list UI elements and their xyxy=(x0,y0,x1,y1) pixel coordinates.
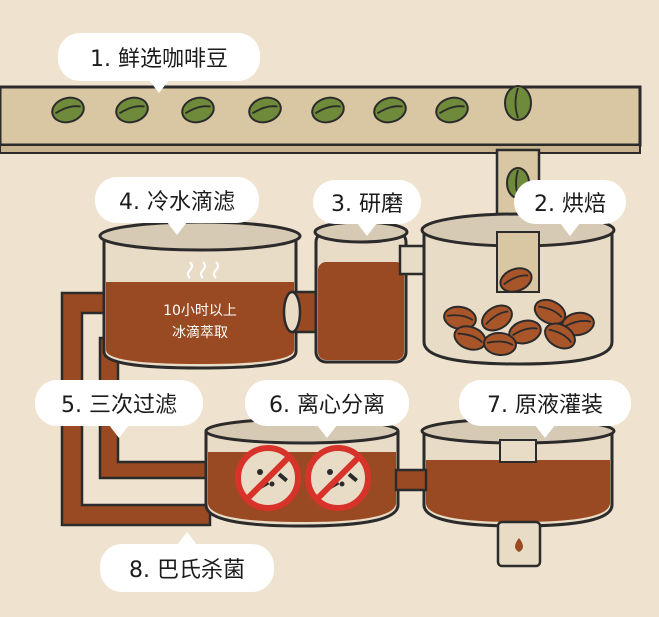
step-1-text: 1. 鲜选咖啡豆 xyxy=(90,47,228,72)
coffee-bean-icon xyxy=(181,96,215,124)
grinding-tank xyxy=(313,220,409,364)
cold-drip-tank xyxy=(98,220,302,370)
coffee-bean-icon xyxy=(481,304,513,332)
step-2-label: 2. 烘焙 xyxy=(514,180,626,236)
extraction-note-line2: 冰滴萃取 xyxy=(172,325,228,341)
coffee-bean-icon xyxy=(248,96,282,124)
step-7-label: 7. 原液灌装 xyxy=(459,380,631,438)
step-1-label: 1. 鲜选咖啡豆 xyxy=(58,33,260,93)
coffee-bean-icon xyxy=(483,331,517,357)
step-6-text: 6. 离心分离 xyxy=(269,393,385,418)
coffee-bean-icon xyxy=(373,96,407,124)
filling-tank xyxy=(420,417,616,568)
conveyor-belt xyxy=(0,85,642,154)
coffee-bean-icon xyxy=(544,322,576,350)
coffee-bean-icon xyxy=(311,96,345,124)
step-8-label: 8. 巴氏杀菌 xyxy=(100,532,274,592)
no-impurity-icon xyxy=(235,445,301,511)
coffee-bean-icon xyxy=(435,96,469,124)
green-beans xyxy=(51,96,469,124)
step-3-text: 3. 研磨 xyxy=(331,192,403,217)
coffee-bean-icon xyxy=(499,267,533,293)
no-impurity-icon xyxy=(305,445,371,511)
coffee-bean-icon xyxy=(115,96,149,124)
roasted-beans xyxy=(443,267,595,357)
step-5-text: 5. 三次过滤 xyxy=(61,393,177,418)
extraction-note-line1: 10小时以上 xyxy=(163,303,237,319)
step-7-text: 7. 原液灌装 xyxy=(487,393,603,418)
step-3-label: 3. 研磨 xyxy=(313,180,421,236)
coffee-bean-icon xyxy=(51,96,85,124)
step-8-text: 8. 巴氏杀菌 xyxy=(129,558,245,583)
bean-on-belt-end xyxy=(504,85,532,121)
step-4-label: 4. 冷水滴滤 xyxy=(95,177,259,235)
step-5-label: 5. 三次过滤 xyxy=(35,380,203,438)
extraction-note: 10小时以上 冰滴萃取 xyxy=(150,300,250,344)
step-2-text: 2. 烘焙 xyxy=(534,192,606,217)
step-6-label: 6. 离心分离 xyxy=(245,380,409,438)
step-4-text: 4. 冷水滴滤 xyxy=(119,190,235,215)
